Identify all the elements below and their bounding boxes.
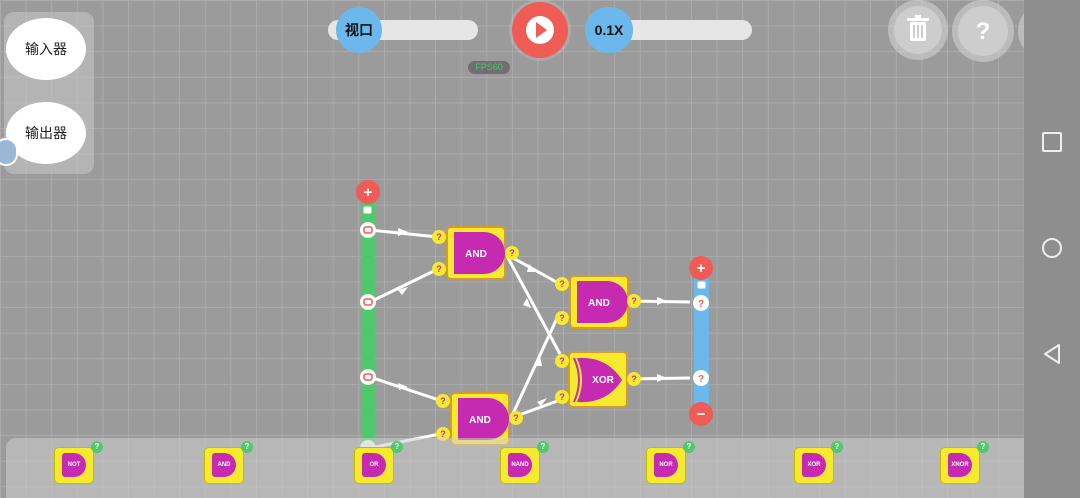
palette-nor-gate[interactable]: NOR ? bbox=[646, 441, 695, 484]
palette-or-gate[interactable]: OR ? bbox=[354, 441, 403, 484]
xor-gate[interactable]: XOR bbox=[568, 351, 628, 408]
play-icon bbox=[526, 16, 554, 44]
speed-label: 0.1X bbox=[594, 22, 624, 38]
gate-output-port[interactable]: ? bbox=[627, 372, 641, 386]
svg-text:?: ? bbox=[698, 299, 704, 310]
svg-text:?: ? bbox=[698, 374, 704, 385]
input-button[interactable]: 输入器 bbox=[6, 18, 86, 80]
gate-input-port[interactable]: ? bbox=[436, 427, 450, 441]
palette-help-badge[interactable]: ? bbox=[977, 441, 989, 453]
nand-gate-label: NAND bbox=[508, 453, 532, 477]
svg-text:AND: AND bbox=[465, 249, 487, 260]
svg-text:−: − bbox=[697, 406, 706, 423]
panel-collapse-handle[interactable] bbox=[0, 138, 18, 166]
palette-not-gate[interactable]: NOT ? bbox=[54, 441, 103, 484]
viewport-slider-knob[interactable]: 视口 bbox=[336, 7, 382, 53]
svg-text:?: ? bbox=[440, 429, 446, 439]
gate-input-port[interactable]: ? bbox=[432, 262, 446, 276]
help-icon: ? bbox=[976, 18, 991, 45]
component-type-panel: 输入器 输出器 bbox=[4, 12, 94, 174]
and-gate[interactable]: AND bbox=[569, 275, 629, 329]
nor-gate-label: NOR bbox=[654, 453, 678, 477]
svg-text:?: ? bbox=[559, 279, 565, 289]
gate-input-port[interactable]: ? bbox=[555, 354, 569, 368]
palette-xnor-gate[interactable]: XNOR ? bbox=[940, 441, 989, 484]
xor-gate-label: XOR bbox=[802, 453, 826, 477]
gate-input-port[interactable]: ? bbox=[555, 390, 569, 404]
svg-text:?: ? bbox=[509, 248, 515, 258]
input-button-label: 输入器 bbox=[25, 41, 67, 57]
output-add-button[interactable]: + bbox=[689, 256, 713, 280]
svg-text:?: ? bbox=[631, 374, 637, 384]
svg-text:?: ? bbox=[559, 356, 565, 366]
home-circle-icon[interactable] bbox=[1042, 238, 1062, 258]
svg-text:+: + bbox=[697, 260, 706, 277]
svg-text:?: ? bbox=[976, 18, 991, 45]
gate-output-port[interactable]: ? bbox=[509, 411, 523, 425]
svg-text:?: ? bbox=[559, 392, 565, 402]
input-node[interactable] bbox=[360, 222, 376, 238]
output-node[interactable]: ? bbox=[693, 370, 709, 386]
delete-button[interactable] bbox=[894, 6, 942, 54]
palette-help-badge[interactable]: ? bbox=[683, 441, 695, 453]
trash-icon bbox=[907, 15, 929, 41]
input-node[interactable] bbox=[360, 294, 376, 310]
input-add-button[interactable]: + bbox=[356, 180, 380, 204]
recents-square-icon[interactable] bbox=[1042, 132, 1062, 152]
svg-text:?: ? bbox=[631, 296, 637, 306]
output-remove-button[interactable]: − bbox=[689, 402, 713, 426]
gate-output-port[interactable]: ? bbox=[505, 246, 519, 260]
speed-slider-knob[interactable]: 0.1X bbox=[585, 7, 633, 53]
svg-text:?: ? bbox=[436, 232, 442, 242]
svg-text:?: ? bbox=[440, 396, 446, 406]
play-button[interactable] bbox=[512, 2, 568, 58]
and-gate-label: AND bbox=[212, 453, 236, 477]
svg-text:AND: AND bbox=[469, 415, 491, 426]
gate-input-port[interactable]: ? bbox=[432, 230, 446, 244]
palette-help-badge[interactable]: ? bbox=[241, 441, 253, 453]
or-gate-label: OR bbox=[362, 453, 386, 477]
svg-text:?: ? bbox=[436, 264, 442, 274]
palette-help-badge[interactable]: ? bbox=[831, 441, 843, 453]
and-gate[interactable]: AND bbox=[450, 392, 510, 446]
gate-input-port[interactable]: ? bbox=[436, 394, 450, 408]
palette-help-badge[interactable]: ? bbox=[91, 441, 103, 453]
svg-text:?: ? bbox=[559, 313, 565, 323]
output-button[interactable]: 输出器 bbox=[6, 102, 86, 164]
fps-counter: FPS60 bbox=[468, 61, 510, 74]
wire-arrows bbox=[398, 228, 667, 406]
not-gate-label: NOT bbox=[62, 453, 86, 477]
xnor-gate-label: XNOR bbox=[948, 453, 972, 477]
palette-nand-gate[interactable]: NAND ? bbox=[500, 441, 549, 484]
palette-help-badge[interactable]: ? bbox=[537, 441, 549, 453]
and-gate[interactable]: AND bbox=[446, 226, 506, 280]
output-node[interactable]: ? bbox=[693, 295, 709, 311]
svg-text:AND: AND bbox=[588, 298, 610, 309]
palette-and-gate[interactable]: AND ? bbox=[204, 441, 253, 484]
gate-input-port[interactable]: ? bbox=[555, 277, 569, 291]
help-button[interactable]: ? bbox=[958, 6, 1008, 56]
output-button-label: 输出器 bbox=[25, 125, 67, 141]
circuit-diagram: + + − bbox=[356, 180, 713, 460]
svg-text:+: + bbox=[364, 184, 373, 201]
input-bus[interactable] bbox=[361, 200, 375, 460]
back-triangle-icon[interactable] bbox=[1042, 344, 1062, 364]
gate-input-port[interactable]: ? bbox=[555, 311, 569, 325]
input-node[interactable] bbox=[360, 369, 376, 385]
palette-help-badge[interactable]: ? bbox=[391, 441, 403, 453]
gate-output-port[interactable]: ? bbox=[627, 294, 641, 308]
system-nav-bar bbox=[1024, 0, 1080, 498]
viewport-label: 视口 bbox=[345, 22, 373, 38]
palette-xor-gate[interactable]: XOR ? bbox=[794, 441, 843, 484]
svg-text:XOR: XOR bbox=[592, 375, 614, 386]
wires bbox=[369, 228, 691, 450]
svg-text:?: ? bbox=[513, 413, 519, 423]
